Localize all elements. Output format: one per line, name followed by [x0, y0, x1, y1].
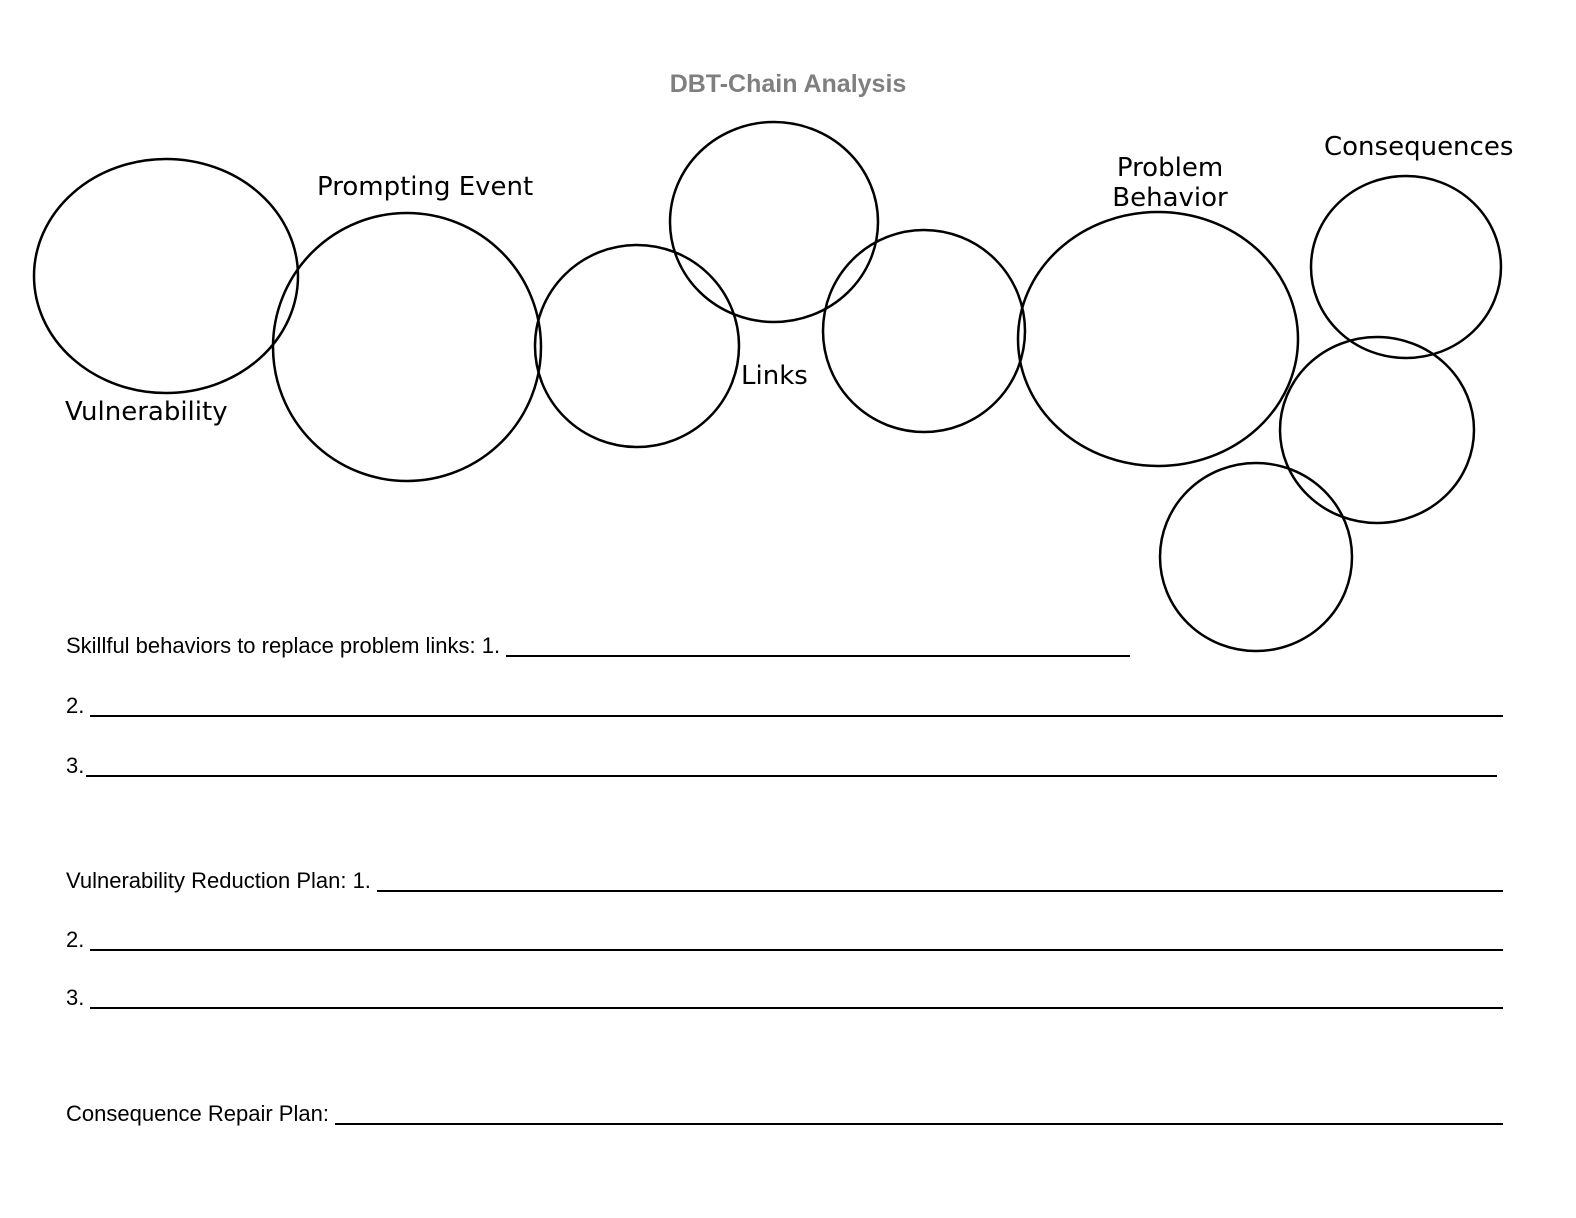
vulnerability-circle: [32, 157, 300, 395]
prompting-event-circle: [271, 211, 543, 483]
page-title: DBT-Chain Analysis: [669, 70, 907, 98]
skillful-item-3-row: 3.: [66, 752, 1497, 780]
skillful-item-3-label: 3.: [66, 753, 85, 778]
link-1-circle: [533, 243, 741, 449]
skillful-blank-1[interactable]: [506, 655, 1130, 657]
vulnerability-plan-item-2-row: 2.: [66, 926, 1503, 954]
problem-behavior-circle: [1016, 210, 1300, 468]
skillful-blank-2[interactable]: [90, 715, 1503, 717]
consequence-repair-heading-label: Consequence Repair Plan:: [66, 1101, 329, 1126]
circle-label-prompting-event: Prompting Event: [317, 172, 534, 202]
skillful-item-2-row: 2.: [66, 692, 1503, 720]
link-2-circle: [668, 120, 880, 324]
consequence-2-circle: [1278, 335, 1476, 525]
skillful-heading-row: Skillful behaviors to replace problem li…: [66, 632, 1130, 660]
circle-label-links: Links: [741, 361, 808, 391]
vulnerability-plan-item-3-label: 3.: [66, 985, 85, 1010]
skillful-heading-label: Skillful behaviors to replace problem li…: [66, 633, 501, 658]
circle-label-vulnerability: Vulnerability: [65, 397, 228, 427]
vulnerability-plan-heading-label: Vulnerability Reduction Plan: 1.: [66, 868, 371, 893]
vulnerability-plan-blank-1[interactable]: [376, 890, 1503, 892]
circle-label-problem-behavior: Problem Behavior: [1112, 153, 1228, 213]
consequence-repair-blank[interactable]: [334, 1123, 1503, 1125]
skillful-blank-3[interactable]: [86, 775, 1497, 777]
vulnerability-plan-item-2-label: 2.: [66, 927, 85, 952]
vulnerability-plan-blank-2[interactable]: [90, 949, 1503, 951]
link-3-circle: [821, 228, 1027, 434]
consequence-repair-heading-row: Consequence Repair Plan:: [66, 1100, 1503, 1128]
vulnerability-plan-item-3-row: 3.: [66, 984, 1503, 1012]
consequence-3-circle: [1158, 461, 1354, 653]
skillful-item-2-label: 2.: [66, 693, 85, 718]
vulnerability-plan-blank-3[interactable]: [90, 1007, 1503, 1009]
consequence-1-circle: [1309, 174, 1503, 360]
vulnerability-plan-heading-row: Vulnerability Reduction Plan: 1.: [66, 867, 1503, 895]
circle-label-consequences: Consequences: [1324, 132, 1514, 162]
